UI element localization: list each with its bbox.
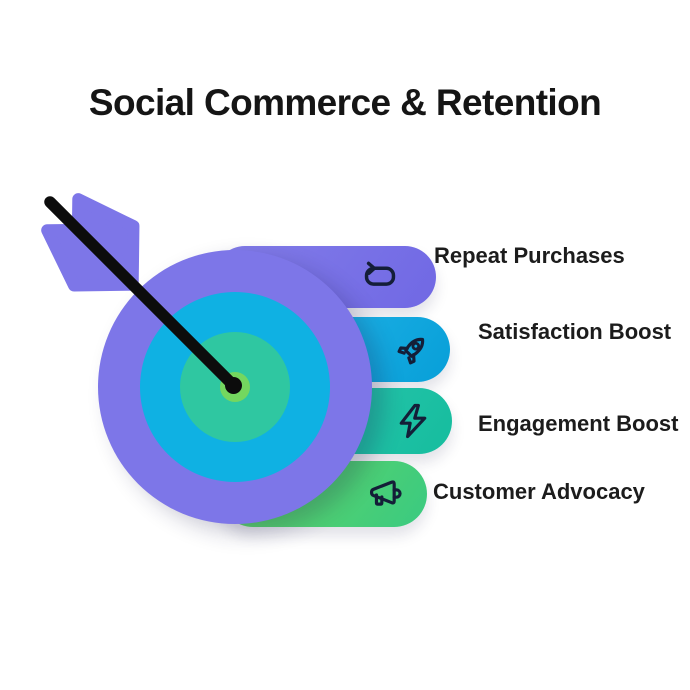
- item-label-repeat-purchases: Repeat Purchases: [434, 243, 625, 268]
- item-label-engagement-boost: Engagement Boost: [478, 411, 679, 436]
- rocket-icon: [393, 331, 431, 369]
- target-bullseye-center: [220, 372, 250, 402]
- item-label-customer-advocacy: Customer Advocacy: [433, 479, 645, 504]
- lightning-icon: [394, 402, 432, 440]
- arrow-feather-upper: [71, 193, 140, 288]
- repeat-icon: [361, 258, 399, 296]
- page-title: Social Commerce & Retention: [88, 82, 602, 123]
- megaphone-icon: [366, 475, 404, 513]
- arrow-feather-lower: [41, 223, 136, 292]
- item-label-satisfaction-boost: Satisfaction Boost: [478, 319, 672, 344]
